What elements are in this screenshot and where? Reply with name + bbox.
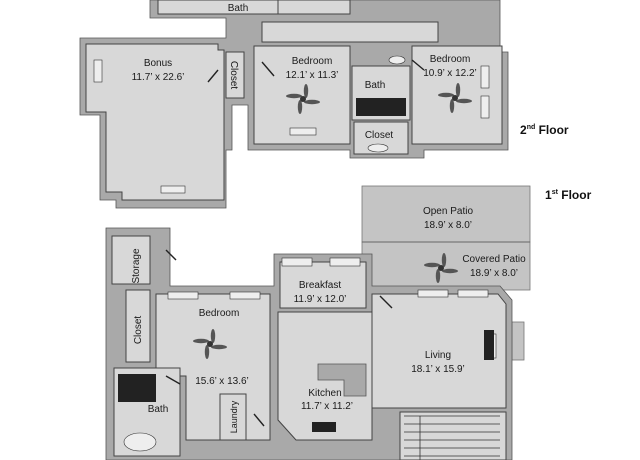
door-swing-icon xyxy=(165,375,181,385)
laundry-room xyxy=(219,393,247,441)
door-swing-icon xyxy=(207,69,219,83)
sink-icon xyxy=(388,55,406,65)
sink-icon xyxy=(367,143,389,153)
bath-upper-name: Bath xyxy=(365,80,386,91)
bonus-room xyxy=(85,43,225,201)
storage-name: Storage xyxy=(131,248,142,283)
door-swing-icon xyxy=(379,295,393,309)
tub-icon xyxy=(356,98,406,116)
window-icon xyxy=(93,59,103,83)
open-patio xyxy=(361,185,531,243)
ceiling-fan-icon xyxy=(424,253,458,283)
patio-step xyxy=(511,321,525,361)
door-swing-icon xyxy=(165,249,177,261)
closet-upper-mid-name: Closet xyxy=(365,130,394,141)
window-icon xyxy=(480,95,490,119)
door-swing-icon xyxy=(253,413,265,427)
tub-icon xyxy=(123,432,157,452)
window-icon xyxy=(480,65,490,89)
bedroom-upper-right-dims: 10.9’ x 12.2’ xyxy=(423,68,477,79)
window-icon xyxy=(417,289,449,298)
bedroom-upper-mid-name: Bedroom xyxy=(292,56,333,67)
bonus-name: Bonus xyxy=(144,58,172,69)
covered-patio-dims: 18.9’ x 8.0’ xyxy=(470,268,518,279)
breakfast-dims: 11.9’ x 12.0’ xyxy=(294,294,347,305)
window-icon xyxy=(289,127,317,136)
living-dims: 18.1’ x 15.9’ xyxy=(411,364,465,375)
top-bath xyxy=(157,0,279,15)
window-icon xyxy=(457,289,489,298)
window-icon xyxy=(167,291,199,300)
kitchen-island xyxy=(317,363,367,397)
covered-patio-name: Covered Patio xyxy=(462,254,526,265)
breakfast-name: Breakfast xyxy=(299,280,341,291)
closet-lower-name: Closet xyxy=(133,316,144,345)
first-floor: 1st Floor xyxy=(105,185,592,460)
bath-lower-name: Bath xyxy=(148,404,169,415)
stair-icon xyxy=(404,415,500,460)
closet-upper-left-name: Closet xyxy=(228,61,239,90)
living-name: Living xyxy=(425,350,451,361)
second-floor: Bonus 11.7’ x 22.6’ Bath Closet Bedroom … xyxy=(79,0,569,209)
bedroom-upper-right-name: Bedroom xyxy=(430,54,471,65)
fireplace xyxy=(484,330,494,360)
covered-patio xyxy=(361,241,531,291)
bedroom-lower-name: Bedroom xyxy=(199,308,240,319)
closet-upper-left-room xyxy=(225,51,245,99)
breakfast-room xyxy=(279,261,367,309)
open-patio-dims: 18.9’ x 8.0’ xyxy=(424,220,472,231)
window-icon xyxy=(329,257,361,267)
tub-icon xyxy=(118,374,156,402)
kitchen-dims: 11.7’ x 11.2’ xyxy=(301,401,353,412)
closet-lower-room xyxy=(125,289,151,363)
door-swing-icon xyxy=(411,59,425,71)
second-floor-label: 2nd Floor xyxy=(520,123,569,137)
kitchen-name: Kitchen xyxy=(308,388,341,399)
bath-top-name: Bath xyxy=(228,3,249,14)
window-icon xyxy=(160,185,186,194)
bedroom-lower-dims: 15.6’ x 13.6’ xyxy=(195,376,249,387)
open-patio-name: Open Patio xyxy=(423,206,473,217)
laundry-name: Laundry xyxy=(229,400,239,433)
hall-upper xyxy=(261,21,439,43)
bedroom-upper-mid-dims: 12.1’ x 11.3’ xyxy=(286,70,339,81)
first-floor-label: 1st Floor xyxy=(545,188,592,202)
storage-room xyxy=(111,235,151,285)
door-swing-icon xyxy=(261,61,275,77)
ceiling-fan-icon xyxy=(438,83,472,113)
ceiling-fan-icon xyxy=(286,84,320,114)
stair-area xyxy=(399,411,507,460)
top-hall xyxy=(277,0,351,15)
window-icon xyxy=(229,291,261,300)
window-icon xyxy=(281,257,313,267)
bonus-dims: 11.7’ x 22.6’ xyxy=(132,72,185,83)
ceiling-fan-icon xyxy=(193,329,227,359)
sink-icon xyxy=(312,422,336,432)
bedroom-upper-mid-room xyxy=(253,45,351,145)
